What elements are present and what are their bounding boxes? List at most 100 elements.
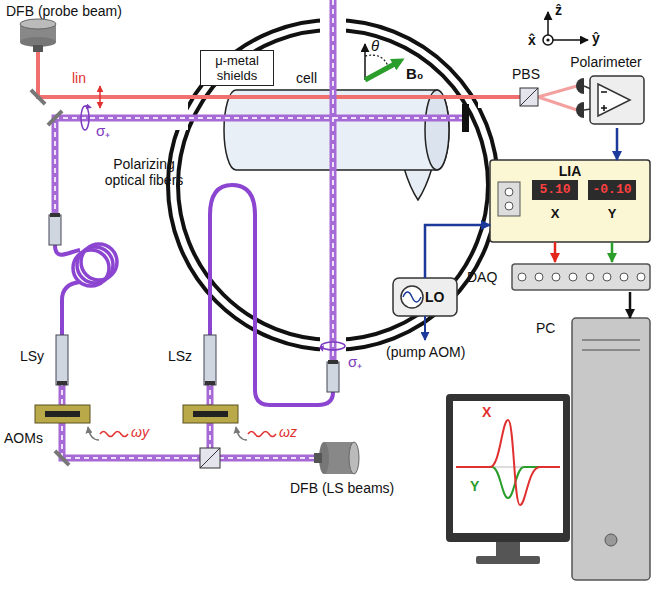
probe-laser	[20, 19, 56, 52]
field-vector	[365, 61, 400, 80]
fiber	[210, 185, 333, 405]
vapor-cell	[425, 90, 449, 170]
daq-board	[620, 273, 628, 281]
beam-dump	[462, 104, 469, 132]
fiber-coupler	[327, 362, 339, 392]
daq-board	[518, 273, 526, 281]
polarimeter-detector	[601, 91, 607, 93]
coordinate-axes	[543, 12, 588, 45]
computer	[476, 556, 540, 564]
fiber	[55, 185, 333, 405]
fiber-coupler	[205, 381, 215, 385]
shield-label-box: μ-metal shields	[200, 50, 274, 86]
aom	[183, 405, 238, 423]
channel-name: Y	[588, 206, 636, 222]
computer	[456, 420, 560, 505]
lock-in-amplifier	[505, 188, 513, 196]
lock-in-amplifier	[532, 180, 578, 200]
ls-laser	[349, 442, 359, 474]
axis-name: ẑ	[555, 2, 562, 18]
computer	[582, 349, 640, 351]
polarimeter-detector	[603, 105, 605, 111]
instrument-name: DAQ	[467, 269, 497, 285]
aom	[35, 405, 90, 423]
polarization-marker	[321, 342, 345, 350]
signal-connector	[629, 292, 632, 318]
fiber	[73, 250, 109, 286]
polarization-marker	[321, 346, 322, 349]
beam-splitter-cube	[200, 448, 220, 468]
angle-symbol: θ	[371, 38, 379, 54]
mirror	[47, 110, 64, 127]
fiber	[55, 245, 80, 255]
frequency-symbol: ωz	[279, 424, 297, 440]
probe-beam	[38, 52, 577, 110]
instrument-name: LIA	[490, 163, 650, 179]
lock-in-amplifier	[490, 160, 650, 242]
local-oscillator	[403, 292, 421, 302]
computer	[496, 542, 520, 558]
part-name: Polarizing optical fibers	[92, 156, 196, 188]
fiber-coupler	[204, 335, 216, 385]
lock-in-amplifier	[498, 182, 520, 216]
signal-name: (pump AOM)	[386, 344, 465, 360]
part-name: PBS	[512, 66, 540, 82]
lock-in-amplifier	[588, 180, 636, 200]
aom	[45, 411, 80, 417]
polarization-marker	[85, 106, 89, 107]
daq-board	[512, 264, 650, 290]
local-oscillator	[393, 278, 457, 340]
display-value: 5.10	[532, 180, 578, 200]
pbs-cube	[520, 88, 538, 106]
rf-drive	[88, 427, 276, 440]
polarization-name: σ₊	[96, 123, 110, 139]
local-oscillator	[401, 286, 423, 308]
rf-drive	[100, 432, 128, 437]
ls-laser	[314, 453, 322, 463]
computer	[453, 401, 563, 533]
channel-name: X	[532, 206, 578, 222]
fiber-coupler	[57, 381, 67, 385]
local-oscillator	[424, 316, 426, 340]
daq-board	[569, 273, 577, 281]
instrument-name: Polarimeter	[560, 54, 652, 70]
local-oscillator	[393, 278, 457, 316]
instrument-name: LO	[425, 289, 444, 305]
coordinate-axes	[548, 39, 588, 41]
daq-board	[637, 273, 645, 281]
pump-beam	[55, 0, 465, 458]
fiber-coupler	[49, 213, 339, 392]
probe-beam	[38, 52, 522, 97]
daq-board	[603, 273, 611, 281]
field-vector	[365, 44, 400, 80]
polarimeter-detector	[576, 78, 584, 94]
fiber-coupler	[49, 215, 61, 245]
fiber-coupler	[328, 360, 338, 364]
screen-trace-name: X	[482, 404, 491, 420]
signal-connector	[616, 128, 619, 160]
daq-board	[512, 264, 650, 290]
laser-name: DFB (LS beams)	[290, 480, 394, 496]
display-value: -0.10	[588, 180, 636, 200]
lock-in-amplifier	[490, 160, 650, 242]
rf-drive	[236, 427, 247, 440]
fiber-coupler	[56, 335, 68, 385]
daq-board	[586, 273, 594, 281]
ls-laser	[314, 442, 359, 474]
signal-connector	[611, 242, 614, 262]
axis-name: x̂	[528, 32, 536, 48]
pbs-cube	[520, 88, 538, 106]
field-symbol: B₀	[406, 66, 424, 82]
frequency-symbol: ωy	[131, 424, 149, 440]
part-name: AOMs	[4, 430, 43, 446]
part-name: cell	[296, 70, 317, 86]
screen-trace-name: Y	[470, 478, 479, 494]
field-vector	[364, 44, 366, 80]
probe-beam	[538, 86, 577, 110]
mirror	[54, 450, 71, 467]
rf-drive	[248, 432, 276, 437]
lock-in-amplifier	[505, 202, 513, 210]
daq-block: DAQ	[465, 262, 652, 292]
polarization-marker	[81, 106, 89, 130]
